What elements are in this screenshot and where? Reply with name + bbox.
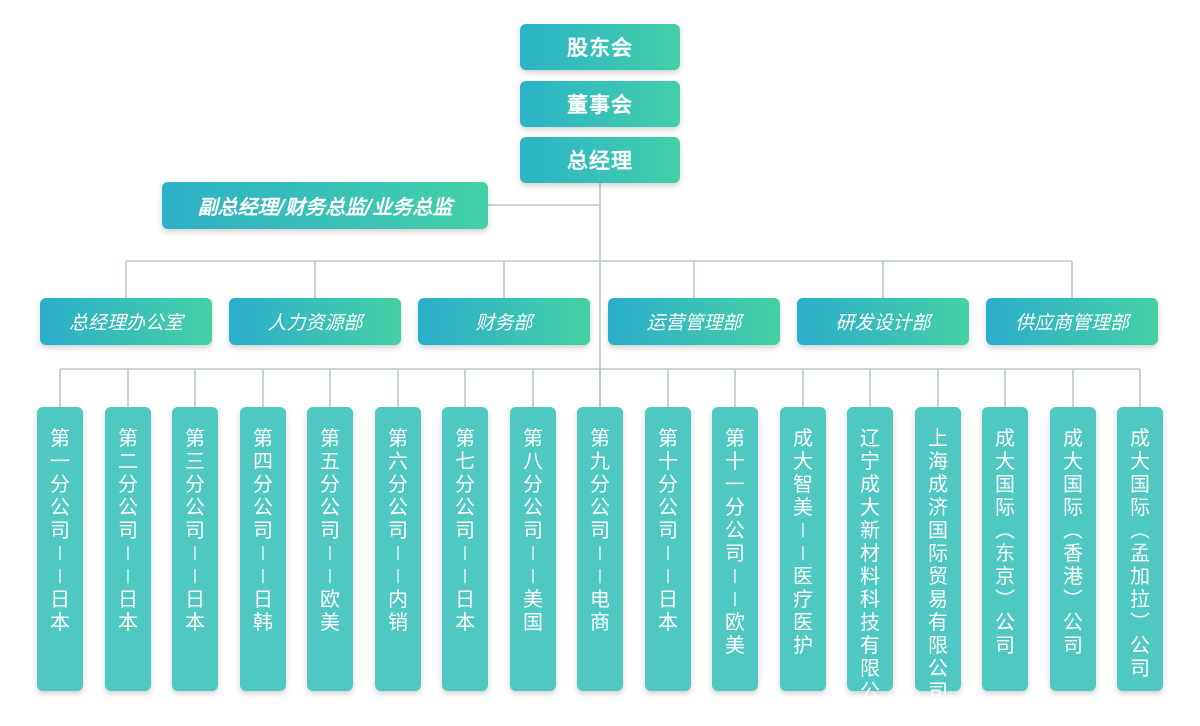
subsidiary-label: 第一分公司||日本 — [50, 426, 70, 634]
subsidiary-label: 第八分公司||美国 — [523, 426, 543, 634]
subsidiary-6: 第六分公司||内销 — [375, 407, 421, 691]
subsidiary-label: 第九分公司||电商 — [590, 426, 610, 634]
dept-supplier-mgmt: 供应商管理部 — [986, 298, 1158, 345]
subsidiary-14: 上海成济国际贸易有限公司 — [915, 407, 961, 703]
subsidiary-7: 第七分公司||日本 — [442, 407, 488, 691]
node-shareholders-meeting: 股东会 — [520, 24, 680, 70]
node-general-manager: 总经理 — [520, 137, 680, 183]
subsidiary-label: 第三分公司||日本 — [185, 426, 205, 634]
subsidiary-15: 成大国际︵东京︶公司 — [982, 407, 1028, 691]
subsidiary-label: 第四分公司||日韩 — [253, 426, 273, 634]
subsidiary-1: 第一分公司||日本 — [37, 407, 83, 691]
node-board-of-directors: 董事会 — [520, 81, 680, 127]
subsidiary-label: 成大国际︵孟加拉︶公司 — [1130, 426, 1150, 680]
node-deputy-managers: 副总经理/财务总监/业务总监 — [162, 182, 488, 229]
subsidiary-label: 第五分公司||欧美 — [320, 426, 340, 634]
dept-finance: 财务部 — [418, 298, 590, 345]
dept-gm-office: 总经理办公室 — [40, 298, 212, 345]
dept-operations: 运营管理部 — [608, 298, 780, 345]
subsidiary-label: 成大智美||医疗医护 — [793, 426, 813, 657]
subsidiary-label: 第二分公司||日本 — [118, 426, 138, 634]
subsidiary-13: 辽宁成大新材料科技有限公司 — [847, 407, 893, 726]
subsidiary-11: 第十一分公司||欧美 — [712, 407, 758, 691]
subsidiary-10: 第十分公司||日本 — [645, 407, 691, 691]
dept-human-resources: 人力资源部 — [229, 298, 401, 345]
subsidiary-label: 第七分公司||日本 — [455, 426, 475, 634]
subsidiary-label: 上海成济国际贸易有限公司 — [928, 426, 948, 703]
subsidiary-4: 第四分公司||日韩 — [240, 407, 286, 691]
subsidiary-label: 成大国际︵香港︶公司 — [1063, 426, 1083, 657]
subsidiary-12: 成大智美||医疗医护 — [780, 407, 826, 691]
subsidiary-5: 第五分公司||欧美 — [307, 407, 353, 691]
subsidiary-2: 第二分公司||日本 — [105, 407, 151, 691]
subsidiary-label: 第六分公司||内销 — [388, 426, 408, 634]
subsidiary-8: 第八分公司||美国 — [510, 407, 556, 691]
subsidiary-3: 第三分公司||日本 — [172, 407, 218, 691]
subsidiary-17: 成大国际︵孟加拉︶公司 — [1117, 407, 1163, 691]
subsidiary-label: 辽宁成大新材料科技有限公司 — [860, 426, 880, 726]
subsidiary-9: 第九分公司||电商 — [577, 407, 623, 691]
subsidiary-label: 成大国际︵东京︶公司 — [995, 426, 1015, 657]
subsidiary-label: 第十分公司||日本 — [658, 426, 678, 634]
subsidiary-16: 成大国际︵香港︶公司 — [1050, 407, 1096, 691]
dept-rnd-design: 研发设计部 — [797, 298, 969, 345]
subsidiary-label: 第十一分公司||欧美 — [725, 426, 745, 657]
